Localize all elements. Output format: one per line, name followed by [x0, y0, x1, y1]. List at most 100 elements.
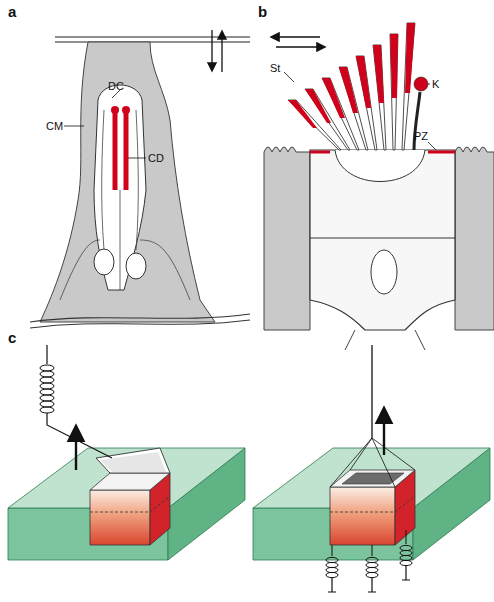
panel-b-drawing-shape — [428, 142, 436, 150]
panel-b-drawing — [264, 23, 494, 350]
part-label: St — [270, 62, 280, 74]
panel-b-drawing-shape — [264, 147, 310, 330]
panel-c-left-model-shape — [40, 395, 54, 401]
panel-c-right-model-shape — [326, 567, 338, 572]
panel-c-right-model-shape — [400, 545, 412, 550]
panel-a-drawing-shape — [124, 112, 129, 190]
panel-a-drawing-shape — [120, 190, 121, 290]
panel-a-drawing-shape — [30, 320, 250, 328]
panel-c-right-model-shape — [326, 562, 338, 567]
panel-b-drawing-shape — [371, 250, 397, 294]
panel-b-drawing-shape — [373, 45, 384, 103]
panel-b-drawing-shape — [310, 151, 330, 154]
panel-c-left-model-shape — [75, 428, 77, 470]
panel-a-drawing-shape — [111, 106, 119, 114]
panel-a-drawing-shape — [64, 126, 84, 127]
panel-letter: b — [258, 4, 267, 20]
panel-c-right-model-shape — [406, 530, 407, 544]
panel-b-drawing-shape — [356, 56, 377, 150]
panel-a-drawing-shape — [94, 85, 146, 290]
panel-c-right-model-shape — [372, 545, 373, 556]
panel-a-drawing-shape — [113, 112, 118, 190]
part-label: K — [432, 78, 439, 90]
panel-b-drawing-shape — [322, 78, 345, 118]
panel-c-right-model-shape — [326, 557, 338, 562]
panel-b-drawing-shape — [402, 23, 415, 150]
panel-c-left-model-shape — [90, 490, 150, 545]
panel-a-drawing-shape — [102, 110, 104, 250]
panel-c-right-model-shape — [330, 438, 415, 487]
panel-b-drawing-shape — [310, 238, 455, 239]
panel-b-drawing-shape — [428, 84, 430, 85]
panel-c-right-model — [253, 345, 490, 592]
panel-a-drawing-shape — [221, 32, 222, 72]
panel-c-right-model-shape — [383, 410, 385, 455]
panel-c-left-model-shape — [150, 496, 170, 512]
panel-c-right-model-shape — [395, 496, 415, 512]
panel-a-drawing-shape — [140, 240, 190, 300]
panel-c-left-model-shape — [40, 401, 54, 407]
panel-b-drawing-shape — [373, 45, 386, 150]
panel-c-right-model-shape — [366, 562, 378, 567]
panel-c-left-model-shape — [40, 383, 54, 389]
panel-b-drawing-shape — [276, 46, 324, 47]
panel-b-drawing-shape — [335, 150, 425, 182]
panel-b-drawing-shape — [345, 330, 425, 350]
panel-c-right-model-shape — [330, 487, 395, 545]
panel-c-right-model-shape — [366, 557, 378, 562]
panel-a-drawing-shape — [136, 110, 138, 250]
panel-c-right-model-shape — [328, 578, 336, 592]
panel-c-right-model-shape — [368, 578, 376, 592]
panel-b-drawing-shape — [339, 67, 358, 113]
panel-a-drawing-shape — [40, 42, 215, 322]
panel-c-left-model-shape — [40, 389, 54, 395]
part-label: DC — [108, 80, 124, 92]
panel-c-left-model — [8, 345, 245, 560]
panel-letter: c — [8, 330, 16, 346]
part-label: PZ — [414, 130, 428, 142]
panel-b-drawing-shape — [356, 56, 371, 108]
panel-c-left-model-shape — [90, 473, 170, 490]
panel-b-drawing-shape — [288, 100, 317, 128]
panel-a-drawing-shape — [126, 253, 146, 279]
panel-c-left-model-shape — [40, 365, 54, 371]
panel-a-drawing-shape — [122, 106, 130, 114]
panel-c-left-model-shape — [96, 448, 170, 473]
panel-c-right-model-shape — [330, 512, 395, 513]
panel-b-drawing-shape — [284, 72, 294, 82]
panel-a-drawing-shape — [60, 240, 100, 300]
panel-b-drawing-shape — [305, 89, 331, 123]
panel-c-right-model-shape — [332, 545, 333, 556]
panel-a-drawing-shape — [128, 158, 146, 159]
panel-c-right-model-shape — [326, 572, 338, 577]
panel-c-left-model-shape — [40, 371, 54, 377]
panel-c-left-model-shape — [100, 452, 166, 472]
panel-b-drawing-shape — [428, 151, 455, 154]
panel-b-drawing-shape — [390, 34, 398, 98]
panel-b-drawing-shape — [390, 34, 398, 150]
part-label: CD — [148, 152, 164, 164]
panel-c-right-model-shape — [402, 566, 410, 580]
panel-c-right-model-shape — [400, 560, 412, 565]
panel-a-drawing-shape — [30, 314, 250, 322]
panel-b-drawing-shape — [310, 150, 455, 330]
panel-c-left-model-shape — [40, 407, 54, 413]
panel-c-left-model-shape — [47, 413, 112, 458]
panel-c-right-model-shape — [342, 473, 404, 484]
panel-b-drawing-shape — [322, 78, 359, 150]
panel-a-drawing-shape — [55, 36, 250, 37]
panel-c-right-model-shape — [366, 567, 378, 572]
panel-c-left-model-shape — [46, 345, 47, 364]
panel-letter: a — [8, 4, 16, 20]
panel-c-right-model-shape — [400, 555, 412, 560]
panel-c-left-model-shape — [40, 377, 54, 383]
panel-c-left-model-shape — [90, 512, 150, 513]
panel-b-drawing-shape — [455, 147, 494, 330]
panel-b-drawing-shape — [405, 23, 415, 93]
panel-c-right-model-shape — [371, 345, 372, 438]
panel-c-right-model-shape — [400, 550, 412, 555]
panel-a-drawing — [30, 30, 250, 328]
panel-a-drawing-shape — [211, 30, 212, 70]
